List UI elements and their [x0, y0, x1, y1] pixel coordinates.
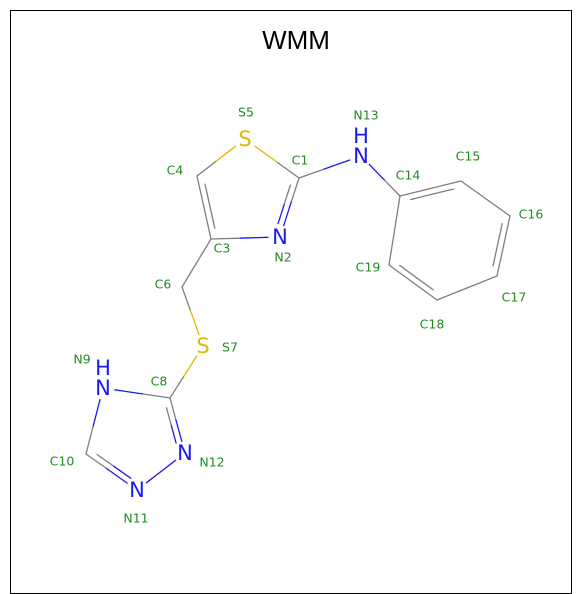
bond-c14-c15 — [429, 180, 462, 190]
bond-n9-c10 — [85, 426, 94, 455]
bond-c3-c4-inner — [204, 183, 211, 207]
bond-n13-c14 — [384, 179, 401, 197]
bond-c17-c18 — [466, 275, 498, 289]
bond-n9-c10 — [92, 398, 101, 428]
bond-c1-n2 — [283, 201, 292, 227]
atom-label-s5: S5 — [238, 105, 254, 120]
bond-c8-n9 — [114, 389, 144, 395]
atom-symbol-n13: N — [353, 144, 369, 168]
bond-c18-c19 — [388, 264, 414, 284]
bond-c10-n11 — [85, 453, 108, 470]
bond-c6-s7 — [181, 286, 192, 312]
bond-c1-n2-inner — [283, 184, 292, 206]
atom-label-c8: C8 — [151, 374, 168, 389]
bond-c16-c17-inner — [496, 223, 503, 246]
bond-c19-c14 — [388, 229, 396, 266]
bond-c1-n13 — [298, 168, 325, 179]
atom-hydrogen-n13: H — [353, 124, 369, 148]
atom-label-n12: N12 — [199, 455, 224, 470]
bond-c8-n12 — [169, 397, 177, 421]
bond-c8-n12 — [175, 419, 183, 443]
bond-c18-c19-inner — [415, 277, 434, 291]
atom-label-c4: C4 — [167, 163, 184, 178]
atom-symbol-s5: S — [238, 127, 251, 151]
atom-symbol-s7: S — [196, 334, 209, 358]
atom-label-c6: C6 — [155, 277, 172, 292]
atom-symbol-n12: N — [177, 441, 193, 465]
bond-c10-n11-inner — [113, 465, 132, 479]
bond-c4-s5 — [196, 160, 217, 177]
bond-c6-s7 — [189, 310, 200, 336]
atom-label-s7: S7 — [222, 340, 238, 355]
bond-c10-n11 — [105, 467, 128, 484]
atom-symbol-n2: N — [272, 225, 288, 249]
bond-layer — [85, 145, 511, 484]
bond-c14-c15-inner — [431, 188, 454, 195]
atom-label-c16: C16 — [519, 207, 544, 222]
atom-label-n9: N9 — [73, 352, 90, 367]
atom-symbol-n11: N — [129, 478, 145, 502]
diagram-title: WMM — [262, 25, 330, 55]
bond-c15-c16 — [460, 180, 487, 200]
bond-c3-c4 — [196, 175, 205, 209]
atom-label-n2: N2 — [274, 250, 291, 265]
bond-c8-n9 — [141, 393, 171, 399]
bond-c16-c17 — [502, 215, 511, 247]
bond-s7-c8 — [169, 376, 184, 399]
bond-c1-s5 — [276, 161, 300, 179]
bond-c1-n2 — [290, 177, 300, 203]
diagram-frame — [10, 10, 572, 594]
bond-c16-c17-inner — [492, 244, 499, 267]
atom-label-n13: N13 — [353, 108, 378, 123]
bond-c10-n11-inner — [96, 453, 115, 467]
bond-c18-c19 — [412, 281, 438, 301]
atom-label-n11: N11 — [123, 511, 148, 526]
bond-n11-n12 — [160, 459, 177, 473]
bond-c1-n13 — [323, 159, 351, 170]
atom-label-c18: C18 — [420, 317, 445, 332]
bond-c3-c6 — [181, 262, 198, 288]
bond-c1-s5 — [254, 145, 278, 163]
bond-n13-c14 — [368, 163, 386, 181]
bond-c18-c19-inner — [399, 264, 418, 279]
bond-c16-c17 — [496, 245, 505, 277]
bond-c1-n2-inner — [277, 203, 285, 225]
atom-label-c17: C17 — [502, 290, 527, 305]
atom-symbol-n9: N — [95, 376, 111, 400]
bond-c19-c14 — [393, 195, 401, 232]
bond-c3-c6 — [195, 238, 212, 264]
bond-c4-s5 — [215, 145, 237, 162]
bond-n2-c3 — [210, 237, 241, 240]
atom-label-c3: C3 — [214, 241, 231, 256]
atom-label-c15: C15 — [456, 149, 481, 164]
atom-label-c1: C1 — [292, 153, 309, 168]
bond-c3-c4-inner — [209, 205, 216, 229]
bond-c17-c18 — [436, 287, 468, 301]
atom-label-c10: C10 — [50, 454, 75, 469]
bond-n2-c3 — [238, 236, 269, 239]
bond-c8-n12-inner — [170, 424, 177, 444]
bond-n11-n12 — [145, 470, 162, 484]
bond-s7-c8 — [182, 355, 198, 378]
bond-c8-n12-inner — [165, 407, 172, 427]
bond-c14-c15 — [399, 187, 432, 197]
atom-hydrogen-n9: H — [95, 356, 111, 380]
atom-label-c14: C14 — [396, 168, 421, 183]
atom-label-c19: C19 — [356, 260, 381, 275]
bond-c3-c4 — [203, 206, 212, 240]
bond-c15-c16 — [484, 197, 511, 217]
bond-c14-c15-inner — [409, 193, 433, 201]
